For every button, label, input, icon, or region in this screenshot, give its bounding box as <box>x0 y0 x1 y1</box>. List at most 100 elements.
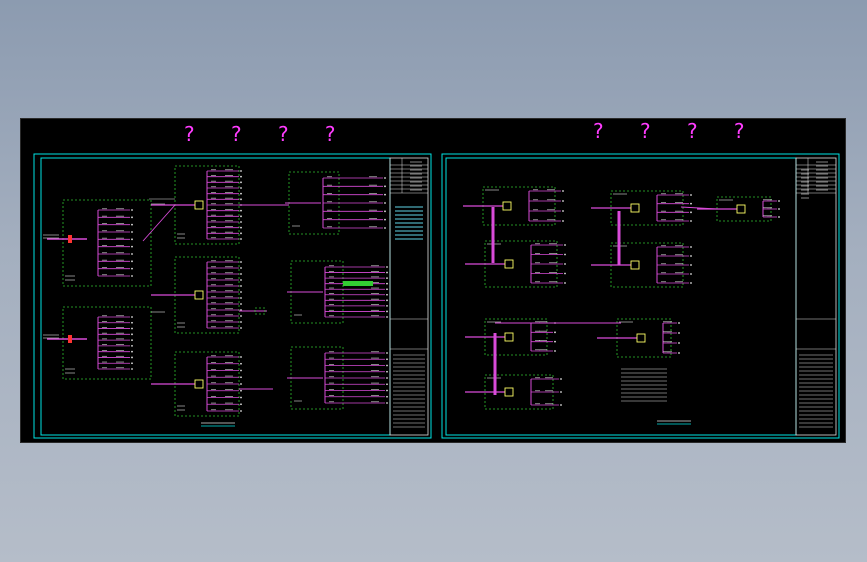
sub-panel-3-terminal <box>386 364 388 367</box>
incomer-panel-2-terminal <box>131 368 133 370</box>
cad-drawing-viewport[interactable]: ? ? ? ? ? ? ? ? <box>20 118 846 443</box>
control-panel-3-controller <box>630 203 640 213</box>
distribution-panel-2-terminal <box>240 261 242 263</box>
control-panel-2-terminal <box>564 253 566 256</box>
drawing-canvas <box>33 153 840 439</box>
control-panel-6-terminal <box>554 340 556 343</box>
control-panel-5-terminal <box>778 216 780 218</box>
incomer-panel-1-terminal <box>131 231 133 233</box>
sheet-right-outer-frame <box>441 153 840 439</box>
distribution-panel-1-terminal <box>240 209 242 212</box>
control-panel-5-terminal <box>778 200 780 202</box>
sub-panel-3-terminal <box>386 389 388 392</box>
control-panel-2-terminal <box>564 263 566 265</box>
distribution-panel-2-terminal <box>240 315 242 317</box>
control-panel-8-terminal <box>560 404 562 406</box>
control-panel-6-terminal <box>554 350 556 352</box>
sheet-right-title-block-lines <box>796 158 836 428</box>
control-panel-6 <box>465 318 556 356</box>
sub-panel-3-terminal <box>386 402 388 404</box>
incomer-panel-1-terminal <box>131 245 133 248</box>
distribution-panel-3-terminal <box>240 410 242 412</box>
control-panel-2 <box>465 240 566 288</box>
control-panel-3-terminal <box>690 194 692 196</box>
distribution-panel-1-terminal <box>240 232 242 235</box>
distribution-panel-1-terminal <box>240 170 242 172</box>
distribution-panel-2 <box>151 256 242 334</box>
distribution-panel-3-terminal <box>240 396 242 399</box>
sheet-right <box>441 153 840 439</box>
incomer-panel-1-terminal <box>131 209 133 211</box>
distribution-panel-3-terminal <box>240 383 242 385</box>
distribution-panel-1-terminal <box>240 215 242 218</box>
control-panel-5-terminal <box>778 208 780 210</box>
distribution-panel-1-terminal <box>240 187 242 189</box>
sheet-right-header-text: ? ? ? ? <box>593 119 760 143</box>
sheet-right-inner-frame <box>445 157 797 436</box>
sub-panel-1-terminal <box>384 193 386 196</box>
distribution-panel-2-terminal <box>240 327 242 329</box>
control-panel-4-terminal <box>690 246 692 248</box>
tie-line <box>142 204 176 242</box>
incomer-panel-2-meter-mark <box>68 335 72 343</box>
sub-panel-2 <box>287 260 388 324</box>
incomer-panel-2-terminal <box>131 316 133 318</box>
distribution-panel-1-terminal <box>240 198 242 201</box>
incomer-panel-2-terminal <box>131 339 133 342</box>
sheet-left-circuits <box>43 165 388 427</box>
control-panel-8 <box>465 374 562 410</box>
control-panel-7-controller <box>636 333 646 343</box>
distribution-panel-1-terminal <box>240 181 242 184</box>
distribution-panel-1-main-breaker <box>194 200 204 210</box>
sub-panel-3 <box>287 346 388 410</box>
control-panel-7-terminal <box>678 322 680 324</box>
sub-panel-1 <box>285 171 386 235</box>
control-panel-5-controller <box>736 204 746 214</box>
control-panel-4-terminal <box>690 273 692 275</box>
incomer-panel-1-terminal <box>131 267 133 270</box>
incomer-panel-1-terminal <box>131 216 133 219</box>
distribution-panel-2-terminal <box>240 285 242 287</box>
sub-panel-2-terminal <box>386 282 388 285</box>
distribution-panel-1-terminal <box>240 221 242 223</box>
incomer-panel-1-meter-mark <box>68 235 72 243</box>
control-panel-1-terminal <box>562 190 564 192</box>
sub-panel-3-terminal <box>386 370 388 373</box>
distribution-panel-1-terminal <box>240 192 242 195</box>
control-panel-2-controller <box>504 259 514 269</box>
sheet-right-title-block <box>795 157 837 436</box>
control-panel-1-terminal <box>562 220 564 222</box>
control-panel-2-terminal <box>564 244 566 246</box>
control-panel-7-terminal <box>678 332 680 334</box>
distribution-panel-1 <box>151 165 242 245</box>
sub-panel-2-terminal <box>386 288 388 291</box>
distribution-panel-1-terminal <box>240 238 242 240</box>
control-panel-8-terminal <box>560 391 562 393</box>
incomer-panel-1-terminal <box>131 223 133 226</box>
control-panel-8-terminal <box>560 378 562 380</box>
control-panel-4 <box>591 242 692 288</box>
sub-panel-1-terminal <box>384 177 386 179</box>
control-panel-7-terminal <box>678 352 680 354</box>
sub-panel-2-highlight <box>343 281 373 286</box>
distribution-panel-2-terminal <box>240 273 242 275</box>
sub-panel-1-terminal <box>384 202 386 204</box>
control-panel-7-terminal <box>678 342 680 344</box>
sub-panel-1-terminal <box>384 218 386 221</box>
distribution-panel-3-terminal <box>240 362 242 365</box>
control-panel-7 <box>597 318 680 358</box>
sheet-right-circuits <box>463 186 780 425</box>
sub-panel-2-terminal <box>386 266 388 268</box>
control-panel-3-terminal <box>690 202 692 205</box>
distribution-panel-1-terminal <box>240 226 242 229</box>
control-panel-1-controller <box>502 201 512 211</box>
sub-panel-2-terminal <box>386 299 388 302</box>
control-panel-3-terminal <box>690 220 692 222</box>
incomer-panel-1-terminal <box>131 253 133 255</box>
sub-panel-3-terminal <box>386 377 388 379</box>
control-panel-2-terminal <box>564 272 566 275</box>
control-panel-8-controller <box>504 387 514 397</box>
distribution-panel-2-terminal <box>240 267 242 269</box>
distribution-panel-3-terminal <box>240 403 242 406</box>
distribution-panel-2-main-breaker <box>194 290 204 300</box>
